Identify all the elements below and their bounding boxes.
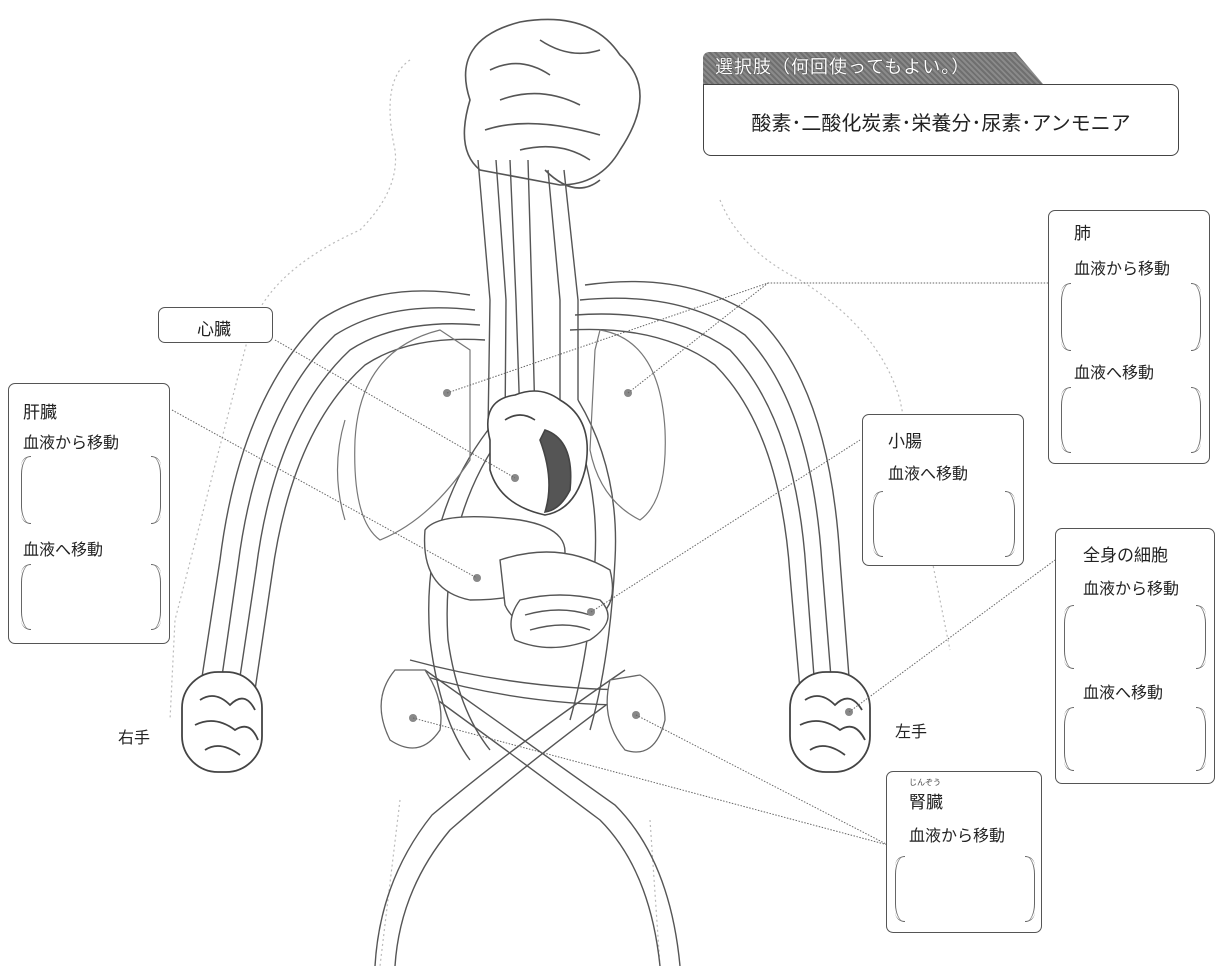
left-hand-label: 左手 (895, 722, 928, 741)
kidney-title: 腎臓 (909, 793, 943, 813)
body-cells-title: 全身の細胞 (1083, 546, 1168, 566)
liver-to-blood-answer[interactable] (21, 564, 161, 630)
kidney-box: じんぞう 腎臓 血液から移動 (886, 771, 1042, 933)
body-cells-to-blood-label: 血液へ移動 (1083, 683, 1164, 702)
left-hand-capillaries (789, 671, 871, 773)
heart-illustration (486, 390, 588, 516)
heart-label: 心臓 (197, 320, 231, 340)
lungs-from-blood-answer[interactable] (1061, 283, 1201, 351)
abdominal-organs (423, 515, 614, 649)
kidney-from-blood-answer[interactable] (895, 856, 1035, 922)
lungs-from-blood-label: 血液から移動 (1074, 259, 1171, 278)
right-hand-label: 右手 (118, 728, 151, 747)
leader-lines (171, 282, 1056, 846)
small-intestine-to-blood-answer[interactable] (873, 491, 1015, 557)
body-cells-from-blood-label: 血液から移動 (1083, 579, 1180, 598)
heart-label-box: 心臓 (158, 307, 273, 343)
liver-box: 肝臓 血液から移動 血液へ移動 (8, 383, 170, 644)
lungs-title: 肺 (1074, 224, 1091, 244)
body-cells-to-blood-answer[interactable] (1064, 707, 1206, 771)
small-intestine-title: 小腸 (888, 432, 922, 452)
body-cells-from-blood-answer[interactable] (1064, 605, 1206, 669)
lungs-box: 肺 血液から移動 血液へ移動 (1048, 210, 1210, 464)
lungs-to-blood-answer[interactable] (1061, 387, 1201, 453)
body-outline (169, 59, 951, 966)
choices-header: 選択肢（何回使ってもよい。） (703, 52, 1043, 84)
small-intestine-box: 小腸 血液へ移動 (862, 414, 1024, 566)
lungs-to-blood-label: 血液へ移動 (1074, 363, 1155, 382)
choices-box: 酸素･二酸化炭素･栄養分･尿素･アンモニア (703, 84, 1179, 156)
kidney-from-blood-label: 血液から移動 (909, 826, 1006, 845)
lungs-illustration (336, 329, 666, 541)
kidney-ruby: じんぞう (909, 778, 941, 787)
liver-to-blood-label: 血液へ移動 (23, 540, 104, 559)
small-intestine-to-blood-label: 血液へ移動 (888, 464, 969, 483)
liver-from-blood-label: 血液から移動 (23, 433, 120, 452)
choices-list: 酸素･二酸化炭素･栄養分･尿素･アンモニア (751, 111, 1131, 135)
body-cells-box: 全身の細胞 血液から移動 血液へ移動 (1055, 528, 1215, 784)
liver-from-blood-answer[interactable] (21, 456, 161, 524)
blood-vessels (199, 159, 851, 966)
brain-illustration (463, 18, 641, 189)
right-hand-capillaries (181, 671, 263, 773)
liver-title: 肝臓 (23, 403, 57, 423)
